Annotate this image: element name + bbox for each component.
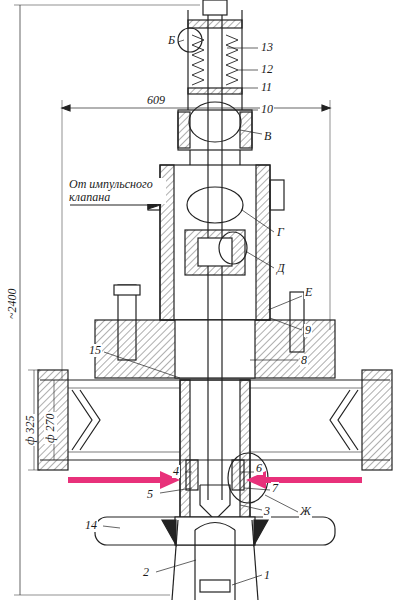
dimension-label: ~2400 [6,288,19,321]
callout-number: В [263,130,272,143]
callout-number: Г [276,226,285,239]
callout-number: 11 [260,81,273,94]
callout-number: 5 [146,488,154,501]
callout-number: 3 [263,505,271,518]
callout-number: Е [304,286,313,299]
callout-number: 14 [84,519,98,532]
dimension-label: ф 325 [24,414,37,446]
callout-number: 4 [172,465,180,478]
callout-number: 12 [260,63,274,76]
callout-number: 13 [260,41,274,54]
callout-number: 609 [146,94,166,107]
callout-number: 8 [300,354,308,367]
callout-number: 2 [142,566,150,579]
callout-number: 1 [263,569,271,582]
callout-number: 10 [260,103,274,116]
callout-number: 9 [304,324,312,337]
callout-number: 6 [255,462,263,475]
callout-number: 7 [271,482,279,495]
flow-note: От импульсного клапана [68,178,166,204]
dimension-label: ф 270 [44,412,57,444]
callout-number: Б [167,34,176,47]
callout-number: Ж [299,505,312,518]
callout-number: Д [276,262,286,275]
callout-number: 15 [88,344,102,357]
